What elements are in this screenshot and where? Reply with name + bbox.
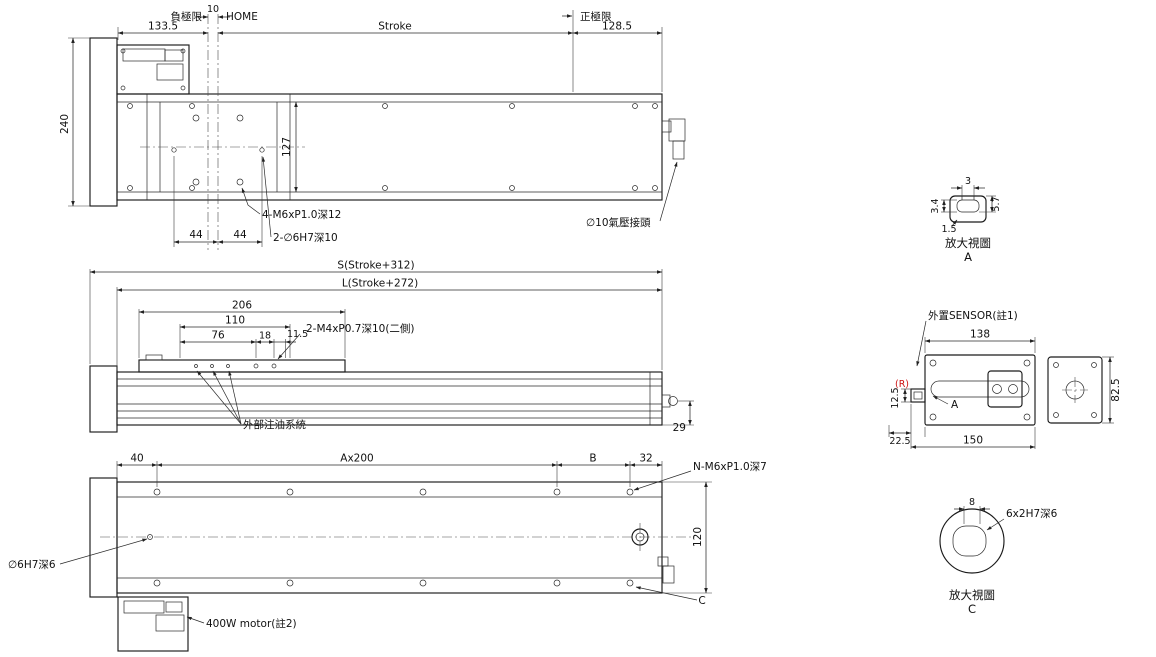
pos-limit-label: 正極限 <box>580 10 612 23</box>
detail-a-caption: 放大視圖 <box>945 236 991 250</box>
dim-1-5: 1.5 <box>941 224 956 235</box>
dim-8: 8 <box>969 497 975 508</box>
dim-120: 120 <box>692 527 704 547</box>
dim-l: L(Stroke+272) <box>342 278 418 290</box>
air-fitting-label: ∅10氣壓接頭 <box>586 216 651 229</box>
dim-76: 76 <box>211 330 225 342</box>
dim-ax200: Ax200 <box>340 453 373 465</box>
air-fitting-top <box>661 118 686 160</box>
dim-29: 29 <box>673 422 686 434</box>
m4-holes-label: 2-M4xP0.7深10(二側) <box>306 322 415 335</box>
dim-s: S(Stroke+312) <box>337 260 414 272</box>
dim-5-7: 5.7 <box>991 196 1002 211</box>
m6-holes-label: 4-M6xP1.0深12 <box>262 209 341 221</box>
dim-138: 138 <box>970 329 990 341</box>
air-fitting-side <box>661 394 678 408</box>
dim-18: 18 <box>259 331 271 342</box>
dim-11-5: 11.5 <box>287 329 308 340</box>
section-a-label: A <box>951 399 959 411</box>
neg-limit-label: 負極限 <box>171 10 203 23</box>
motor-outline <box>117 596 189 652</box>
motor-label: 400W motor(註2) <box>206 618 297 630</box>
dim-40: 40 <box>130 453 143 465</box>
dowel-holes-label: 2-∅6H7深10 <box>273 232 338 244</box>
dim-22-5: 22.5 <box>889 436 910 447</box>
dim-240: 240 <box>59 114 71 134</box>
dim-b: B <box>589 453 596 465</box>
dim-12-5: 12.5 <box>890 387 901 408</box>
detail-c-pointer-label: C <box>698 595 705 607</box>
dim-133-5: 133.5 <box>148 21 178 33</box>
r-marker-label: (R) <box>895 379 909 390</box>
bottom-view: 40 Ax200 B 32 N-M6xP1.0深7 ∅6H7深6 120 C 4… <box>8 453 767 652</box>
detail-a-letter: A <box>964 250 972 264</box>
dim-44-left: 44 <box>189 229 203 241</box>
bottom-dowel-label: ∅6H7深6 <box>8 559 56 571</box>
dim-32: 32 <box>639 453 652 465</box>
dim-128-5: 128.5 <box>602 21 632 33</box>
oil-system-label: 外部注油系統 <box>243 418 306 431</box>
dim-10: 10 <box>207 4 219 15</box>
detail-a: 3 3.4 5.7 1.5 放大視圖 A <box>930 176 1002 264</box>
side-view: S(Stroke+312) L(Stroke+272) 206 110 76 1… <box>89 260 694 434</box>
dim-127: 127 <box>281 137 293 157</box>
nm6-holes-label: N-M6xP1.0深7 <box>693 461 767 473</box>
dim-206: 206 <box>232 300 252 312</box>
home-label: HOME <box>226 11 258 23</box>
dim-3: 3 <box>965 176 971 187</box>
c-hole-label: 6x2H7深6 <box>1006 508 1058 520</box>
dim-44-right: 44 <box>233 229 247 241</box>
detail-c-caption: 放大視圖 <box>949 588 995 602</box>
detail-c: 8 6x2H7深6 放大視圖 C <box>939 497 1058 616</box>
detail-c-letter: C <box>968 602 976 616</box>
sensor-label: 外置SENSOR(註1) <box>928 310 1018 322</box>
dim-82-5: 82.5 <box>1110 378 1122 401</box>
dim-150: 150 <box>963 435 983 447</box>
air-fitting-bottom <box>657 556 675 584</box>
dim-stroke: Stroke <box>378 21 411 33</box>
dim-3-4: 3.4 <box>930 198 941 213</box>
dim-110: 110 <box>225 315 245 327</box>
top-view: 負極限 10 HOME 133.5 Stroke 128.5 正極限 240 1… <box>59 4 686 250</box>
sensor-detail: 外置SENSOR(註1) 138 82.5 (R) A 12.5 22.5 15… <box>888 310 1122 449</box>
